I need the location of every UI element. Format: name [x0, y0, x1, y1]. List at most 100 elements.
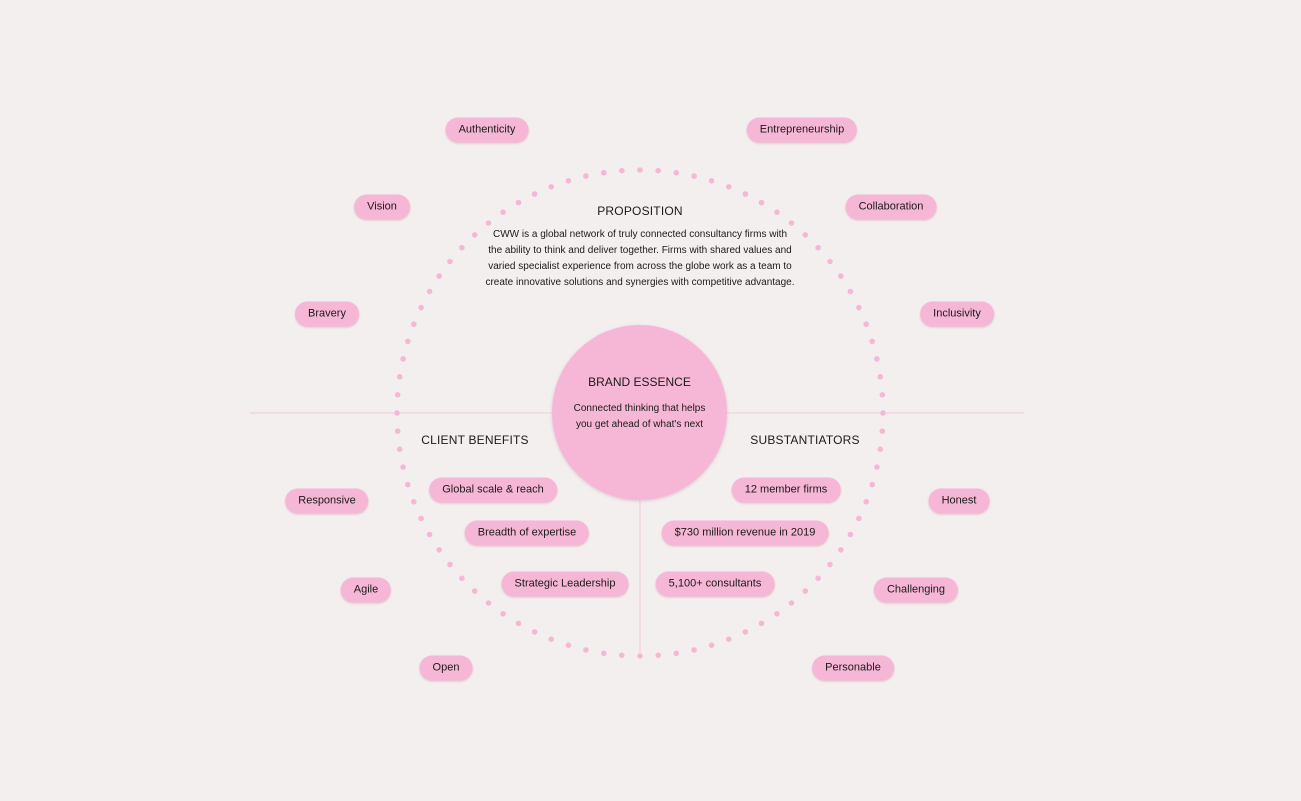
ring-dot — [879, 392, 886, 398]
ring-dot — [673, 169, 679, 176]
ring-dot — [815, 575, 821, 582]
ring-dot — [459, 575, 465, 582]
value-pill: Responsive — [285, 488, 369, 514]
value-pill: Open — [419, 655, 473, 681]
ring-dot — [788, 220, 795, 226]
ring-dot — [601, 169, 607, 176]
ring-dot — [405, 338, 411, 345]
value-pill: Vision — [354, 194, 410, 220]
ring-dot — [869, 481, 875, 488]
ring-dot — [411, 499, 417, 505]
ring-dot — [485, 220, 492, 226]
ring-dot — [758, 620, 765, 627]
ring-dot — [874, 464, 880, 470]
ring-dot — [531, 191, 538, 197]
ring-dot — [758, 199, 765, 206]
ring-dot — [531, 629, 538, 635]
ring-dot — [863, 321, 869, 328]
ring-dot — [673, 650, 679, 657]
client-benefit-pill: Strategic Leadership — [501, 571, 629, 597]
ring-dot — [447, 561, 453, 568]
ring-dot — [691, 173, 697, 179]
value-pill: Collaboration — [845, 194, 937, 220]
proposition-title: PROPOSITION — [597, 204, 683, 218]
ring-dot — [708, 642, 715, 648]
client-benefit-pill: Global scale & reach — [429, 477, 557, 503]
substantiators-title: SUBSTANTIATORS — [750, 433, 860, 447]
ring-dot — [396, 374, 403, 380]
value-pill: Challenging — [873, 577, 959, 603]
ring-dot — [774, 611, 780, 617]
value-pill: Authenticity — [445, 117, 529, 143]
ring-dot — [708, 178, 715, 184]
ring-dot — [583, 173, 589, 179]
ring-dot — [863, 499, 869, 505]
ring-dot — [405, 481, 411, 488]
ring-dot — [548, 636, 554, 642]
value-pill: Agile — [340, 577, 392, 603]
ring-dot — [485, 600, 492, 606]
ring-dot — [400, 464, 406, 470]
ring-dot — [396, 446, 403, 453]
ring-dot — [655, 652, 661, 659]
ring-dot — [880, 410, 886, 416]
ring-dot — [394, 392, 401, 398]
ring-dot — [471, 588, 478, 594]
ring-dot — [879, 428, 886, 435]
ring-dot — [869, 338, 875, 345]
ring-dot — [691, 647, 697, 653]
ring-dot — [436, 273, 443, 279]
ring-dot — [742, 629, 749, 635]
ring-dot — [847, 531, 854, 538]
ring-dot — [742, 191, 749, 197]
ring-dot — [394, 410, 400, 416]
ring-dot — [726, 636, 732, 642]
ring-dot — [426, 288, 433, 295]
ring-dot — [601, 650, 607, 657]
ring-dot — [874, 356, 880, 362]
ring-dot — [726, 184, 732, 190]
ring-dot — [500, 611, 506, 617]
substantiator-pill: $730 million revenue in 2019 — [661, 520, 829, 546]
ring-dot — [637, 167, 643, 173]
brand-essence-circle: BRAND ESSENCE Connected thinking that he… — [552, 325, 727, 500]
ring-dot — [847, 288, 854, 295]
ring-dot — [418, 515, 424, 522]
ring-dot — [515, 199, 522, 206]
value-pill: Entrepreneurship — [746, 117, 858, 143]
ring-dot — [565, 178, 572, 184]
ring-dot — [655, 167, 661, 174]
ring-dot — [459, 244, 465, 251]
ring-dot — [583, 647, 589, 653]
ring-dot — [877, 374, 884, 380]
ring-dot — [877, 446, 884, 453]
ring-dot — [436, 547, 443, 553]
ring-dot — [447, 258, 453, 265]
brand-essence-title: BRAND ESSENCE — [588, 375, 691, 389]
proposition-text: CWW is a global network of truly connect… — [485, 229, 795, 288]
ring-dot — [565, 642, 572, 648]
dotted-ring — [394, 167, 886, 659]
ring-dot — [411, 321, 417, 328]
ring-dot — [838, 273, 844, 279]
brand-essence-text: Connected thinking that helps you get ah… — [573, 403, 706, 430]
ring-dot — [548, 184, 554, 190]
ring-dot — [515, 620, 522, 627]
ring-dot — [619, 652, 625, 659]
ring-dot — [394, 428, 401, 435]
ring-dot — [418, 304, 424, 311]
ring-dot — [827, 258, 833, 265]
substantiator-pill: 12 member firms — [731, 477, 841, 503]
ring-dot — [774, 209, 780, 215]
ring-dot — [471, 232, 478, 238]
ring-dot — [802, 232, 809, 238]
ring-dot — [400, 356, 406, 362]
ring-dot — [856, 515, 862, 522]
ring-dot — [815, 244, 821, 251]
value-pill: Inclusivity — [920, 301, 994, 327]
client-benefits-title: CLIENT BENEFITS — [421, 433, 529, 447]
client-benefit-pill: Breadth of expertise — [464, 520, 590, 546]
ring-dot — [788, 600, 795, 606]
